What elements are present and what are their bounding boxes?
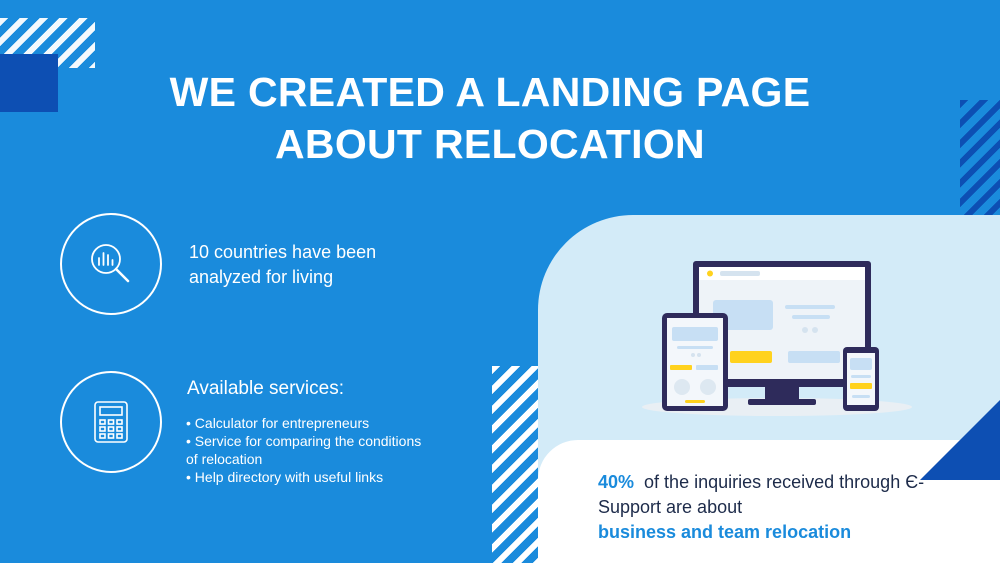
analysis-icon-circle [60,213,162,315]
calculator-icon [94,401,128,443]
inquiries-percent: 40% [598,472,635,492]
title-line-2: ABOUT RELOCATION [275,121,705,167]
title-line-1: WE CREATED A LANDING PAGE [169,69,811,115]
magnifier-chart-icon [91,244,130,283]
inquiries-stat: 40% of the inquiries received through Є-… [598,470,928,545]
decorative-stripes-middle [492,366,538,563]
list-item: Help directory with useful links [186,468,436,486]
calculator-icon-circle [60,371,162,473]
list-item: Calculator for entrepreneurs [186,414,436,432]
inquiries-highlight: business and team relocation [598,522,852,542]
page-title: WE CREATED A LANDING PAGE ABOUT RELOCATI… [0,66,980,170]
devices-illustration [642,261,912,416]
services-heading: Available services: [187,378,345,399]
inquiries-text: of the inquiries received through Є-Supp… [598,472,925,517]
list-item: Service for comparing the conditions of … [186,432,436,468]
decorative-block-top-left [0,54,58,112]
services-list: Calculator for entrepreneurs Service for… [186,414,436,486]
decorative-triangle [920,400,1000,480]
countries-stat: 10 countries have been analyzed for livi… [189,242,377,287]
